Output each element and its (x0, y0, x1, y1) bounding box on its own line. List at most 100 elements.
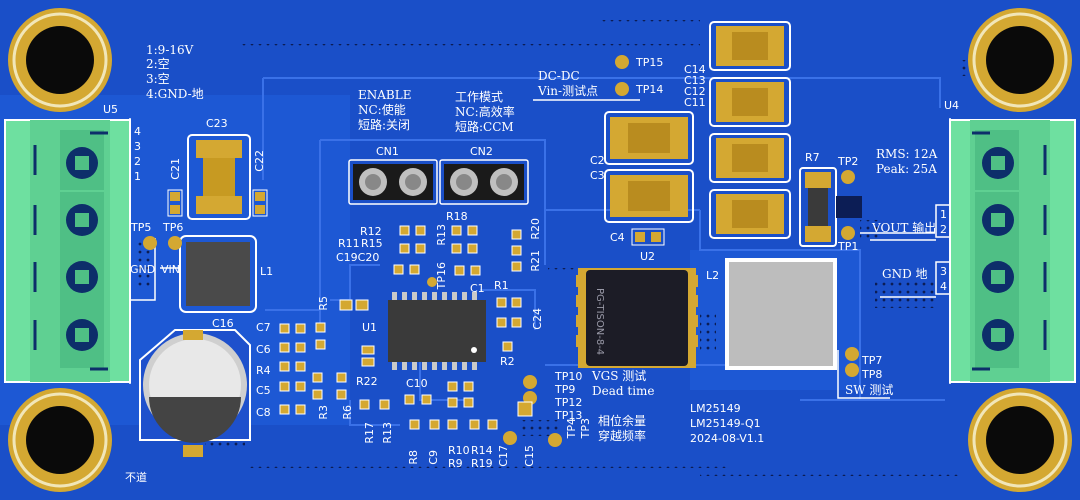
u1-refdes: U1 (362, 321, 378, 334)
c14-refdes: C14 (684, 63, 706, 76)
c1-refdes: C1 (470, 282, 485, 295)
r18-refdes: R18 (446, 210, 468, 223)
capacitor-c21 (167, 189, 183, 217)
u5-pin-3: 3 (134, 140, 141, 153)
enable-line-3: 短路:关闭 (358, 118, 411, 132)
via-arrays (135, 20, 974, 476)
mode-line-2: NC:高效率 (455, 105, 515, 119)
vin-label: VIN (161, 263, 180, 276)
vin-test-line-2: Vin-测试点 (538, 84, 599, 98)
r1-refdes: R1 (494, 279, 509, 292)
u2-refdes: U2 (640, 250, 656, 263)
board-info-3: 2024-08-V1.1 (690, 432, 765, 445)
tp4-refdes: TP4 (565, 418, 578, 439)
ic-u1 (388, 292, 486, 370)
inductor-l1 (179, 235, 257, 313)
r15-refdes: R15 (361, 237, 383, 250)
r19-refdes: R19 (471, 457, 493, 470)
capacitor-c16 (139, 329, 251, 457)
tp6-refdes: TP6 (163, 221, 184, 234)
tp13-refdes: TP13 (555, 409, 583, 422)
c24-refdes: C24 (531, 308, 544, 330)
silk-leaders (160, 232, 935, 269)
u5-pin-desc-2: 2:空 (146, 57, 170, 71)
board-info-1: LM25149 (690, 402, 741, 415)
u5-pin-4: 4 (134, 125, 141, 138)
mounting-hole-top-left (8, 8, 112, 112)
u4-spec-rms: RMS: 12A (876, 147, 938, 161)
r2-refdes: R2 (500, 355, 515, 368)
tp5-refdes: TP5 (131, 221, 152, 234)
enable-line-2: NC:使能 (358, 103, 406, 117)
u5-pin-1: 1 (134, 170, 141, 183)
c9-refdes: C9 (427, 450, 440, 465)
tp8-refdes: TP8 (862, 368, 883, 381)
tp1-refdes: TP1 (838, 240, 859, 253)
mounting-hole-bottom-right (968, 388, 1072, 492)
r9-refdes: R9 (448, 457, 463, 470)
u5-refdes: U5 (103, 103, 119, 116)
tp3-refdes: TP3 (579, 418, 592, 439)
c23-refdes: C23 (206, 117, 228, 130)
u5-pin-desc-3: 3:空 (146, 72, 170, 86)
r22-refdes: R22 (356, 375, 378, 388)
crossover-freq-label: 穿越频率 (598, 429, 647, 443)
r6-refdes: R6 (341, 405, 354, 420)
c8-refdes: C8 (256, 406, 271, 419)
header-cn1 (353, 164, 433, 200)
mosfet-u2 (576, 268, 698, 368)
tp12-refdes: TP12 (555, 396, 583, 409)
r11-refdes: R11 (338, 237, 360, 250)
gnd-out-label: GND 地 (882, 267, 928, 281)
output-capacitors (709, 21, 791, 239)
cn1-refdes: CN1 (376, 145, 399, 158)
c3-refdes: C3 (590, 169, 605, 182)
c19c20-refdes: C19C20 (336, 251, 380, 264)
dead-time-label: Dead time (592, 384, 655, 398)
c11-refdes: C11 (684, 96, 706, 109)
r5-refdes: R5 (317, 296, 330, 311)
u4-pin-2: 2 (940, 223, 947, 236)
r17-refdes: R17 (363, 422, 376, 444)
capacitor-c22 (252, 189, 268, 217)
u5-pin-desc-1: 1:9-16V (146, 43, 194, 57)
header-cn2 (444, 164, 524, 200)
c12-refdes: C12 (684, 85, 706, 98)
enable-line-1: ENABLE (358, 88, 412, 102)
input-capacitors-c2-c3 (604, 111, 694, 223)
r13-refdes: R13 (435, 224, 448, 246)
u5-pin-desc-4: 4:GND-地 (146, 87, 204, 101)
mounting-hole-top-right (968, 8, 1072, 112)
r4-refdes: R4 (256, 364, 271, 377)
r14-refdes: R14 (471, 444, 493, 457)
board-info-2: LM25149-Q1 (690, 417, 761, 430)
tp14-refdes: TP14 (636, 83, 664, 96)
r21-refdes: R21 (529, 250, 542, 272)
c16-refdes: C16 (212, 317, 234, 330)
c10-refdes: C10 (406, 377, 428, 390)
u5-pin-2: 2 (134, 155, 141, 168)
phase-margin-label: 相位余量 (598, 414, 647, 428)
tp2-refdes: TP2 (838, 155, 859, 168)
sw-test-label: SW 测试 (845, 383, 894, 397)
terminal-block-u4 (949, 119, 1076, 383)
tp15-refdes: TP15 (636, 56, 664, 69)
r13b-refdes: R13 (381, 422, 394, 444)
c17-refdes: C17 (497, 445, 510, 467)
bottom-left-label: 不道 (125, 471, 147, 484)
silk-outlines (129, 99, 951, 399)
test-points (143, 55, 859, 447)
vgs-test-label: VGS 测试 (592, 369, 647, 383)
terminal-block-u5 (4, 119, 131, 383)
l1-refdes: L1 (260, 265, 274, 278)
r7-refdes: R7 (805, 151, 820, 164)
c7-refdes: C7 (256, 321, 271, 334)
sense-pad (836, 196, 862, 218)
u4-refdes: U4 (944, 99, 960, 112)
u4-pin-1: 1 (940, 208, 947, 221)
r20-refdes: R20 (529, 218, 542, 240)
mode-line-3: 短路:CCM (455, 120, 514, 134)
u4-pin-4: 4 (940, 280, 947, 293)
mode-line-1: 工作模式 (455, 90, 504, 104)
